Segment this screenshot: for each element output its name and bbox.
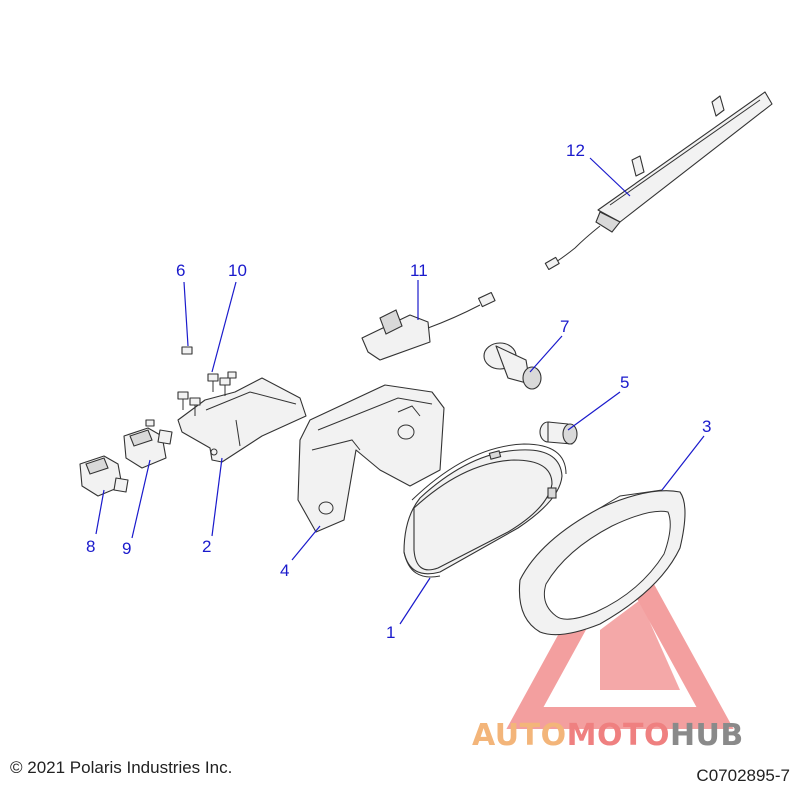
callout-3: 3 [702, 417, 711, 436]
part-1-instrument-cluster [403, 443, 567, 578]
part-3-bezel-cover [518, 489, 686, 636]
callout-10: 10 [228, 261, 247, 280]
callout-leaders [95, 157, 705, 625]
drawing-number: C0702895-7 [696, 766, 790, 785]
callout-9: 9 [122, 539, 131, 558]
part-10-screws [177, 371, 237, 416]
callout-labels: 1 2 3 4 5 6 7 8 9 10 11 12 [86, 141, 711, 642]
watermark-text-hub: HUB [669, 718, 744, 753]
part-11-harness-bracket [361, 291, 496, 361]
callout-8: 8 [86, 537, 95, 556]
part-6-screw [181, 346, 193, 355]
callout-1: 1 [386, 623, 395, 642]
part-9-switch [123, 419, 173, 469]
part-4-rear-housing [297, 384, 445, 533]
callout-12: 12 [566, 141, 585, 160]
callout-11: 11 [410, 261, 428, 280]
part-8-switch [79, 455, 129, 497]
watermark-text: AUTOMOTOHUB [472, 718, 744, 753]
watermark-text-auto: AUTO [472, 718, 567, 753]
callout-2: 2 [202, 537, 211, 556]
part-7-switch [483, 342, 542, 390]
callout-5: 5 [620, 373, 629, 392]
watermark-text-moto: MOTO [566, 718, 670, 753]
part-2-mounting-bracket [177, 377, 307, 463]
copyright-notice: © 2021 Polaris Industries Inc. [10, 758, 233, 777]
part-5-connector [539, 421, 578, 445]
callout-7: 7 [560, 317, 569, 336]
callout-4: 4 [280, 561, 289, 580]
part-12-light-bar [544, 91, 773, 271]
callout-6: 6 [176, 261, 185, 280]
